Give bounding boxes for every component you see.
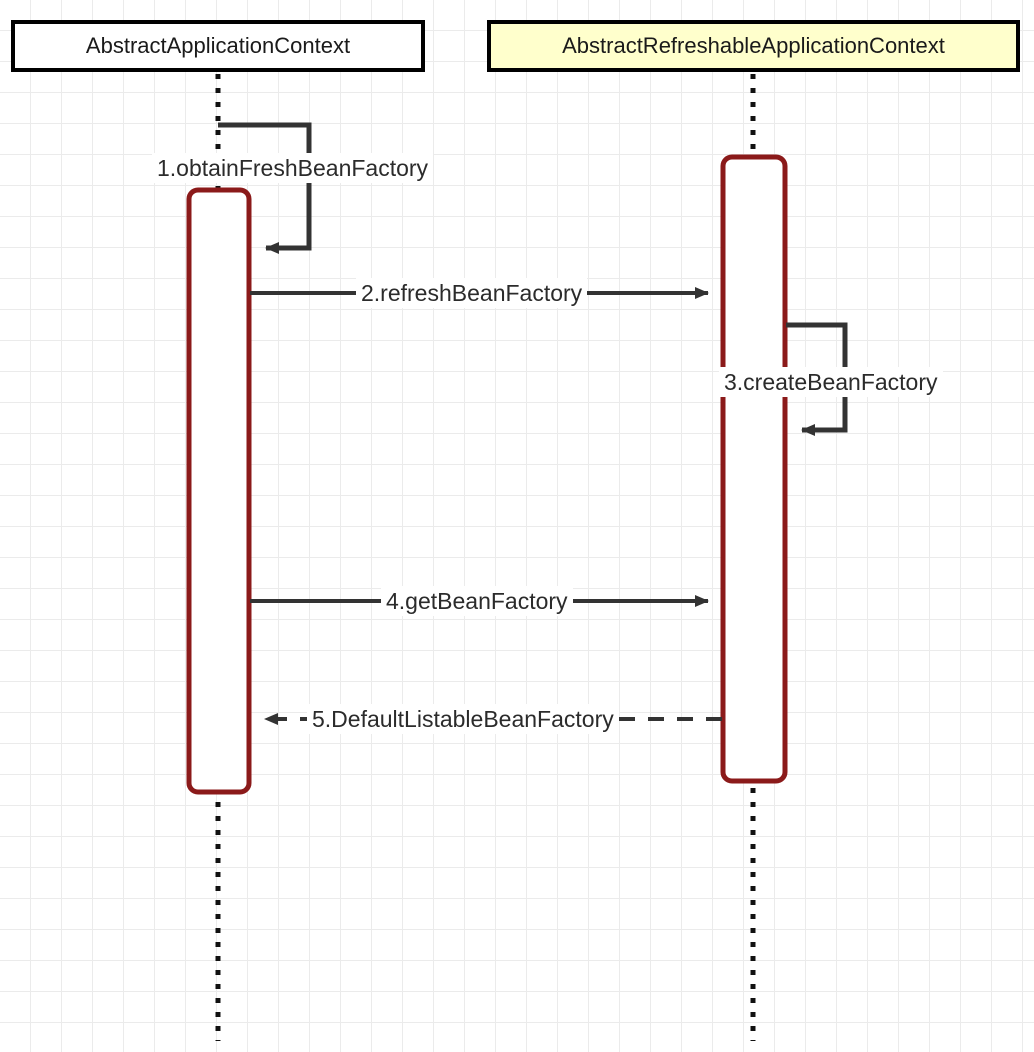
activation-bar-p2 (720, 154, 788, 784)
message-label-1: 1.obtainFreshBeanFactory (152, 153, 434, 183)
activation-bar-p1 (186, 187, 252, 795)
message-label-3: 3.createBeanFactory (719, 367, 943, 397)
participant-label-1: AbstractApplicationContext (85, 33, 351, 58)
message-label-2: 2.refreshBeanFactory (356, 278, 588, 308)
participant-box-abstractrefreshableapplicationcontext[interactable]: AbstractRefreshableApplicationContext (487, 20, 1020, 72)
message-label-5: 5.DefaultListableBeanFactory (307, 704, 619, 734)
participant-label-2: AbstractRefreshableApplicationContext (562, 33, 945, 58)
message-1-selfcall-path (218, 122, 312, 254)
message-label-4: 4.getBeanFactory (381, 586, 573, 616)
participant-box-abstractapplicationcontext[interactable]: AbstractApplicationContext (11, 20, 425, 72)
